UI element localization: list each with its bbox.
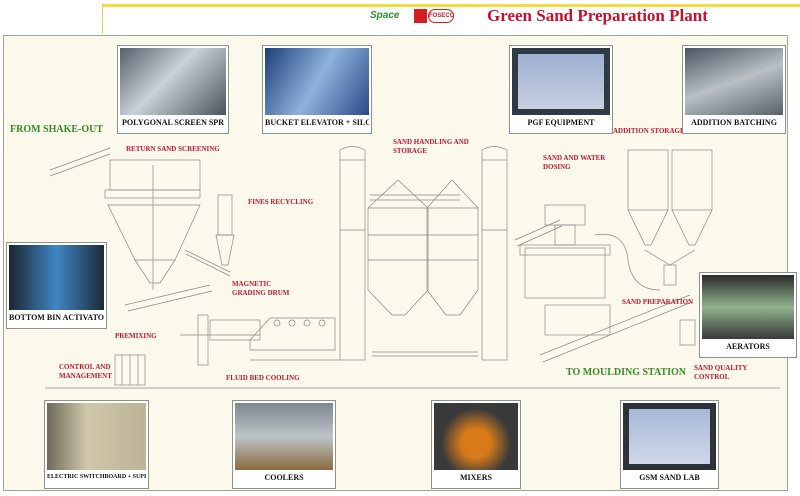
photo-mixers: MIXERS [431, 400, 521, 489]
photo-pgf-equipment: PGF EQUIPMENT [509, 45, 613, 134]
header-rule [103, 4, 800, 7]
premixing-label: PREMIXING [115, 332, 157, 340]
foseco-logo-text: FOSECO [428, 9, 454, 23]
return-sand-label: RETURN SAND SCREENING [126, 145, 220, 153]
to-moulding-label: TO MOULDING STATION [566, 367, 687, 378]
control-label: CONTROL AND MANAGEMENT [59, 363, 112, 380]
sand-handling-label: SAND HANDLING AND STORAGE [393, 138, 469, 155]
photo-bucket-elevator: BUCKET ELEVATOR + SILOS [262, 45, 372, 134]
photo-electric-switchboard: ELECTRIC SWITCHBOARD + SUPERVISION [44, 400, 149, 489]
from-shakeout-label: FROM SHAKE-OUT [10, 124, 104, 135]
photo-addition-batching: ADDITION BATCHING [682, 45, 786, 134]
sand-water-label: SAND AND WATER DOSING [543, 154, 606, 171]
photo-aerators: AERATORS [699, 272, 797, 358]
photo-bottom-bin-activators: BOTTOM BIN ACTIVATORS [6, 242, 107, 329]
photo-coolers: COOLERS [232, 400, 336, 489]
sand-quality-label: SAND QUALITY CONTROL [694, 364, 748, 381]
magnetic-drum-label: MAGNETIC GRADING DRUM [232, 280, 290, 297]
sand-prep-label: SAND PREPARATION [622, 298, 694, 306]
photo-polygonal-screen: POLYGONAL SCREEN SPR [117, 45, 229, 134]
page-title: Green Sand Preparation Plant [487, 6, 708, 25]
fines-recycling-label: FINES RECYCLING [248, 198, 314, 206]
addition-storage-label: ADDITION STORAGE [613, 127, 685, 135]
foseco-logo-block [414, 9, 427, 23]
space-logo: Space [370, 10, 400, 21]
foseco-logo: FOSECO [414, 9, 454, 23]
photo-gsm-sand-lab: GSM SAND LAB [620, 400, 719, 489]
header-rule-vertical [102, 4, 103, 34]
fluid-bed-label: FLUID BED COOLING [226, 374, 300, 382]
